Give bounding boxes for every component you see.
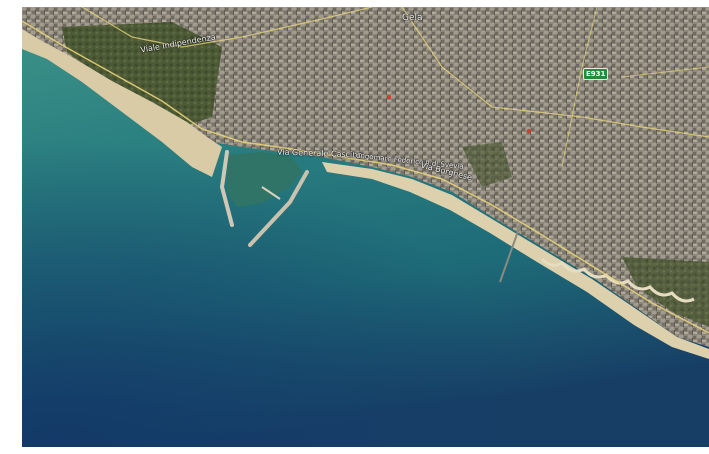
vegetation-area-east	[622, 257, 709, 327]
coastal-road-line	[22, 20, 709, 334]
poi-marker	[387, 95, 391, 99]
viale-indipendenza-line	[81, 7, 373, 48]
poi-marker	[527, 129, 531, 133]
harbor-water	[227, 152, 302, 207]
beach-sand-east	[322, 162, 709, 359]
harbor-mole	[248, 170, 309, 247]
beach-sand	[22, 29, 222, 177]
inland-road-line	[401, 7, 709, 138]
inland-road-line-2	[561, 7, 709, 168]
satellite-map[interactable]: Gela E931 Viale Indipendenza Via General…	[22, 7, 709, 447]
route-shield: E931	[583, 68, 609, 80]
harbor-breakwater	[219, 150, 234, 227]
pier	[499, 219, 523, 283]
satellite-imagery	[22, 7, 709, 447]
breakwater-scallops	[540, 257, 695, 303]
vegetation-area-central	[462, 142, 512, 187]
harbor-pier	[261, 186, 281, 200]
vegetation-area-west	[62, 22, 222, 127]
